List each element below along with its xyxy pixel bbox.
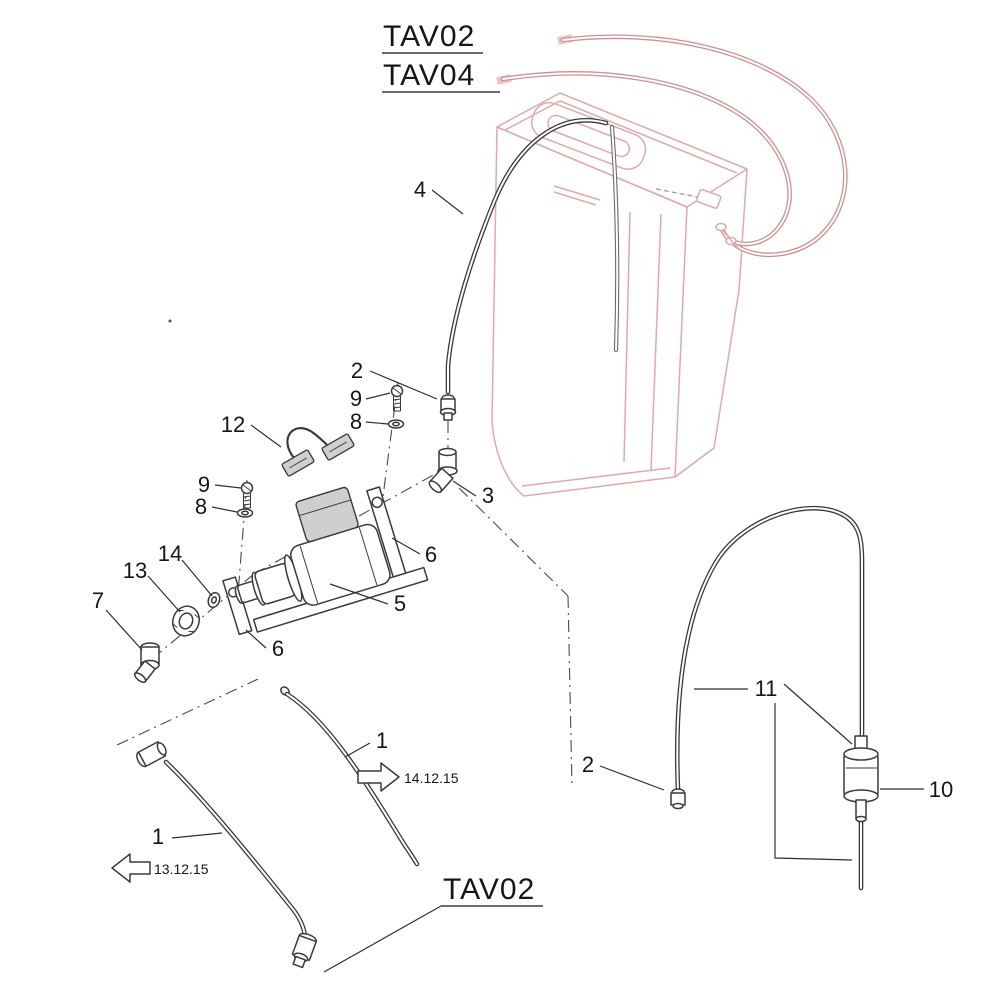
tav-references: TAV02 TAV04 TAV02 [323, 20, 543, 973]
screw-9-top [390, 384, 404, 412]
hose-1-lower [136, 741, 318, 969]
part-label-9-left: 9 [198, 472, 210, 497]
revision-right: 14.12.15 [357, 762, 459, 792]
tank-top-lip [504, 100, 738, 174]
part-label-6-left: 6 [272, 636, 284, 661]
leader-lines [105, 189, 924, 861]
tank-top-face [496, 92, 748, 208]
part-label-5: 5 [394, 591, 406, 616]
tank-internal-tube [609, 124, 620, 353]
washer-8-left [236, 508, 254, 518]
elbow-fitting-7 [133, 642, 160, 684]
tank-tubes-pink [496, 34, 848, 258]
tank-connector-plug [696, 188, 722, 209]
part-label-1-lower: 1 [152, 824, 164, 849]
tube-nipple [715, 222, 727, 232]
part-label-2-bottom: 2 [582, 752, 594, 777]
water-tank [491, 92, 748, 497]
filter-10 [843, 735, 879, 823]
tank-logo-marks [553, 185, 601, 206]
tank-front-face [491, 126, 688, 497]
part-label-13: 13 [123, 558, 147, 583]
screw-9-left [240, 481, 254, 509]
part-callouts: 4 2 9 8 12 9 8 14 13 7 6 5 6 3 1 1 2 11 … [92, 177, 953, 849]
hose-11 [674, 505, 865, 891]
stray-dot [168, 319, 172, 323]
pump-assembly [222, 486, 429, 636]
hose-fitting-2-bottom [670, 788, 686, 810]
part-label-8-left: 8 [195, 494, 207, 519]
suction-tube-4 [445, 118, 609, 395]
part-label-14: 14 [158, 541, 182, 566]
tube-fitting-2-top [439, 394, 457, 421]
part-label-2-top: 2 [351, 358, 363, 383]
revision-date-left: 13.12.15 [154, 861, 209, 877]
revision-date-right: 14.12.15 [404, 770, 459, 786]
tank-inner-line [623, 211, 631, 463]
revision-left: 13.12.15 [111, 853, 209, 883]
nut-13 [172, 605, 200, 637]
tank-bottom-line [521, 467, 671, 487]
tank-right-face [674, 168, 748, 478]
washer-14 [207, 591, 221, 609]
tank-fold-line [650, 213, 662, 471]
tav04-link[interactable]: TAV04 [383, 59, 475, 92]
elbow-fitting-3 [428, 447, 458, 494]
part-label-11: 11 [755, 676, 778, 701]
part-label-12: 12 [221, 412, 245, 437]
tav02-top-link[interactable]: TAV02 [383, 20, 475, 53]
block-arrow-right-icon [357, 762, 400, 792]
part-label-6-right: 6 [425, 542, 437, 567]
hose-1-upper [280, 686, 420, 867]
bracket-6-right [366, 486, 407, 578]
connector-dashed-line [655, 188, 699, 198]
hose-nut-fitting [136, 741, 167, 768]
tav02-bottom-leader [323, 905, 442, 973]
tav02-bottom-link[interactable]: TAV02 [443, 873, 535, 906]
part-label-1-upper: 1 [376, 728, 388, 753]
part-label-7: 7 [92, 588, 104, 613]
cable-12 [281, 427, 355, 477]
part-label-10: 10 [929, 777, 953, 802]
part-label-8-top: 8 [350, 409, 362, 434]
washer-8-top [387, 419, 405, 429]
pump-coil-block [295, 486, 359, 543]
part-label-4: 4 [414, 177, 426, 202]
part-label-3: 3 [482, 483, 494, 508]
block-arrow-left-icon [111, 853, 151, 883]
part-label-9-top: 9 [350, 386, 362, 411]
hose-end-fitting [291, 932, 318, 969]
